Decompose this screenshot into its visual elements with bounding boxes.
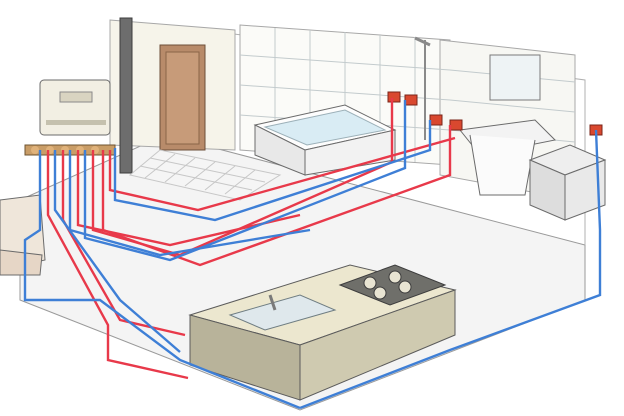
kitchen-sink [228, 294, 337, 331]
stove [338, 264, 447, 306]
flue-pipe [119, 17, 133, 174]
cold-water-pipes [23, 100, 602, 410]
shower-head [414, 36, 431, 140]
doorway [159, 44, 206, 151]
water-heater [39, 79, 111, 136]
wash-basin [459, 54, 557, 196]
bathtub [253, 104, 397, 176]
washing-machine [528, 144, 607, 221]
toilet [0, 194, 46, 276]
floor-tiles [128, 149, 282, 201]
